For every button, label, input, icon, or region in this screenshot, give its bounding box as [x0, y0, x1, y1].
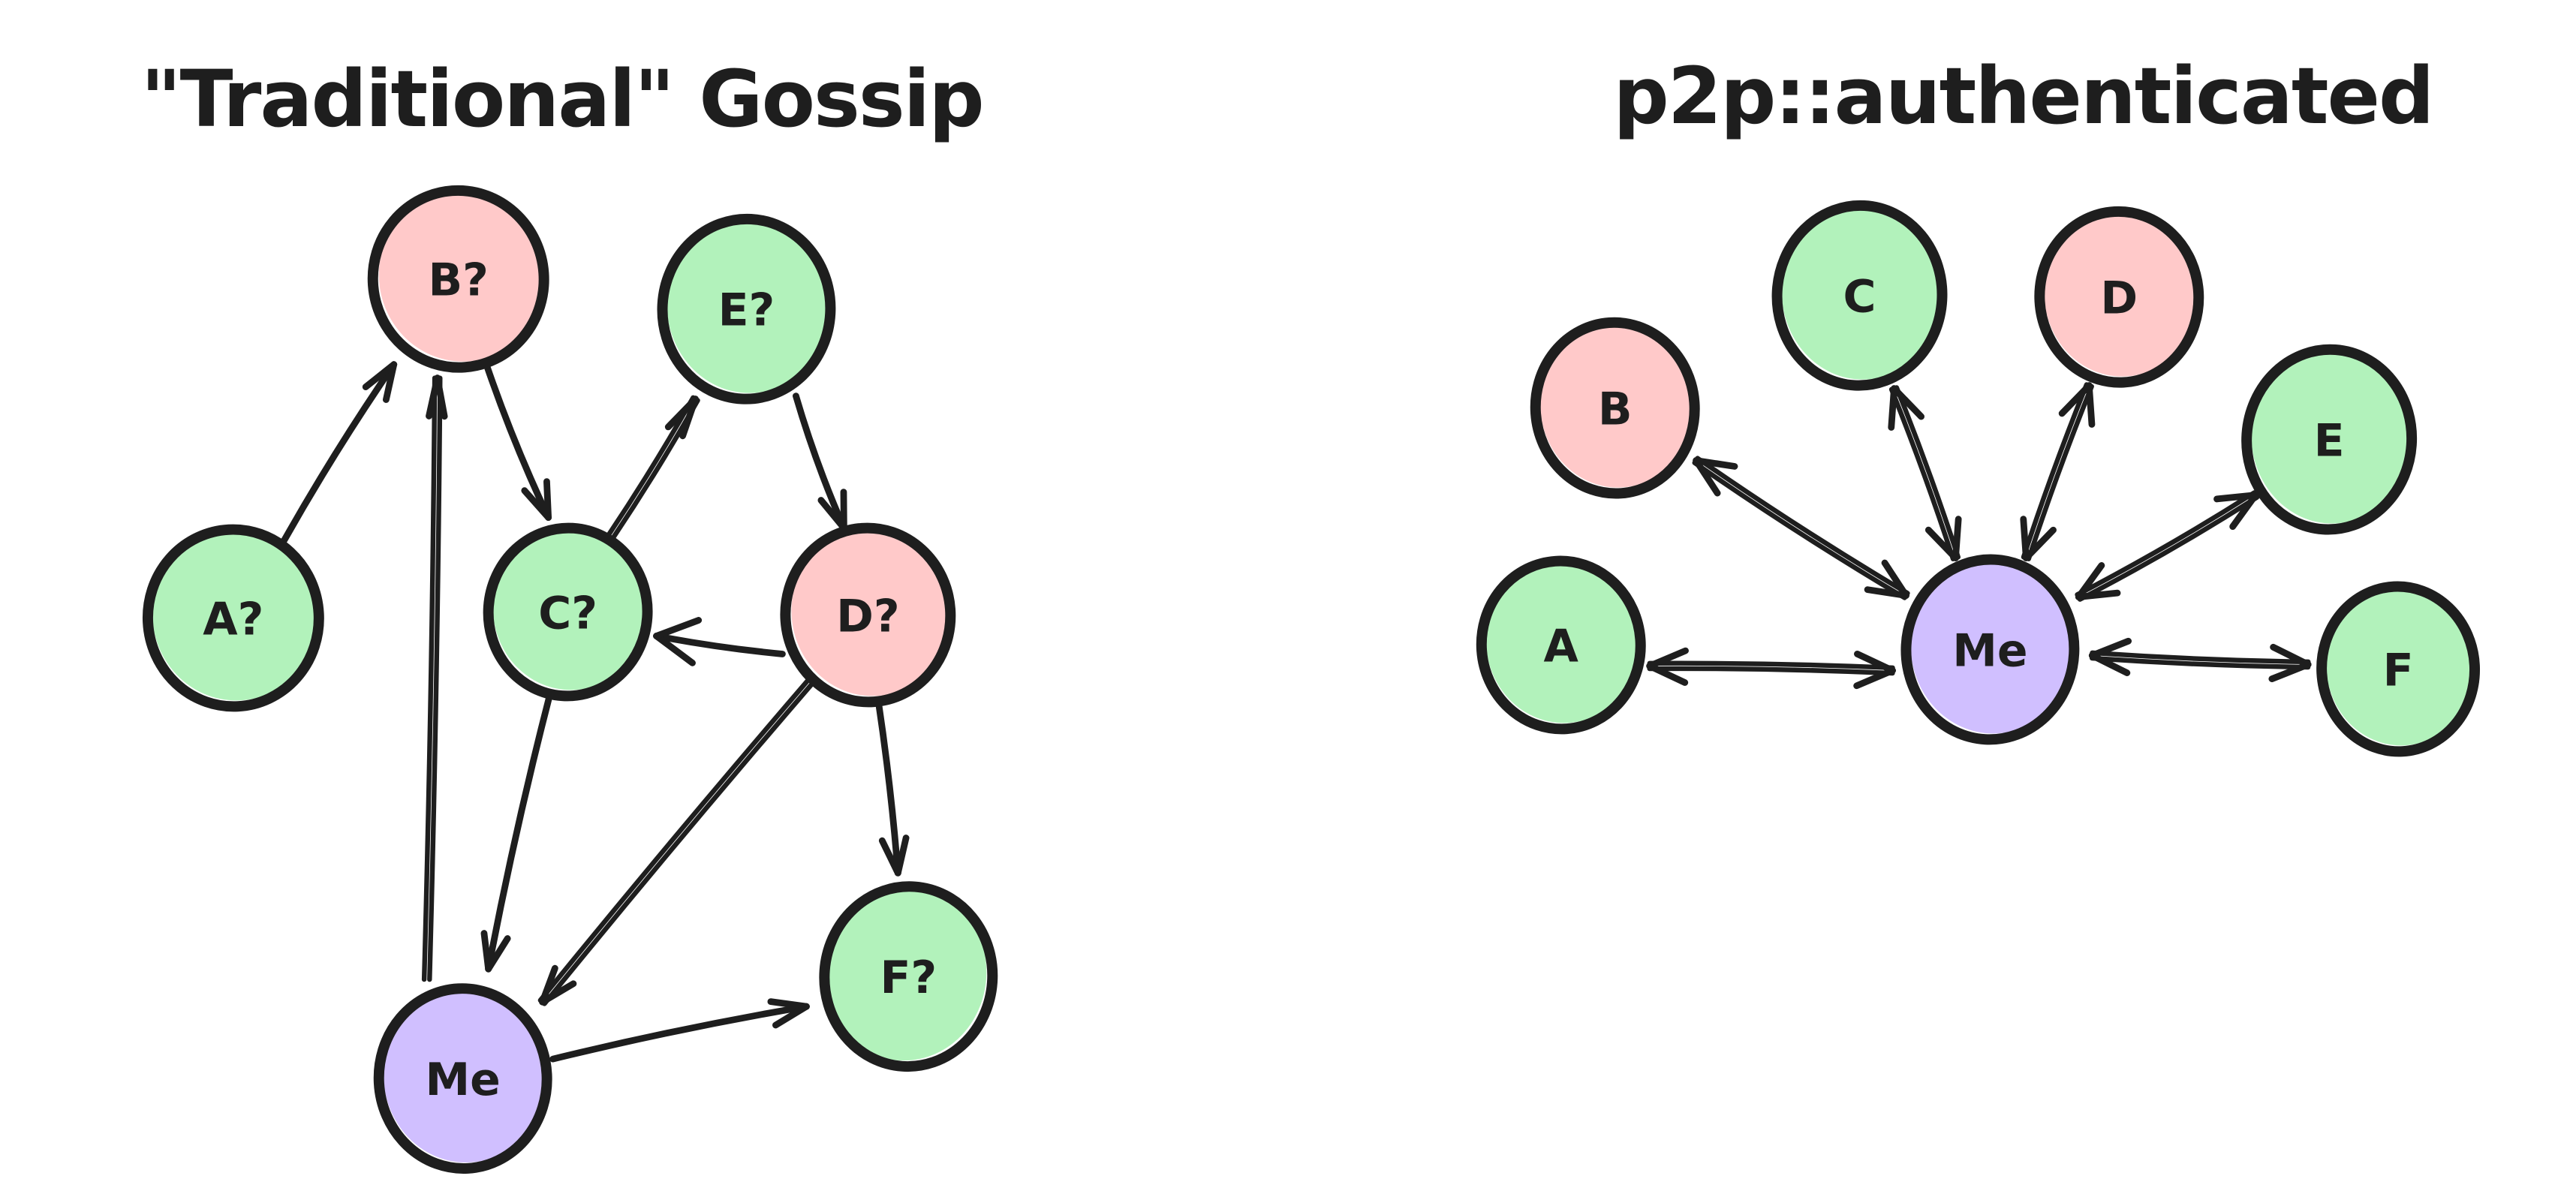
right-node-e: E: [2241, 344, 2418, 535]
edge-b-c-arrow: [483, 362, 552, 521]
left-node-b: B?: [367, 185, 549, 373]
edge-c-me-arrow: [480, 691, 554, 973]
node-outline: [2034, 206, 2204, 388]
node-label: A?: [203, 593, 263, 645]
node-fill: [1485, 558, 1642, 723]
node-label: D: [2100, 272, 2138, 325]
edge-me-b-bidirectional: [1692, 456, 1910, 600]
node-outline: [142, 524, 324, 712]
node-fill: [492, 525, 649, 690]
edge-d-c-arrow: [653, 617, 786, 666]
node-label: E?: [718, 284, 775, 337]
right-node-c: C: [1771, 200, 1948, 391]
right-diagram-title: p2p::authenticated: [1613, 51, 2433, 142]
node-outline: [1771, 200, 1948, 391]
edge-c-e-arrow: [606, 395, 700, 540]
node-fill: [378, 187, 547, 362]
node-label: Me: [1952, 624, 2027, 677]
node-outline: [1900, 554, 2080, 745]
edge-me-f-bidirectional: [2088, 637, 2312, 683]
node-fill: [2251, 346, 2414, 524]
edge-d-f-arrow: [874, 699, 910, 877]
edge-me-c-bidirectional: [1888, 385, 1962, 561]
edge-me-e-bidirectional: [2075, 490, 2260, 602]
left-node-c: C?: [483, 522, 653, 702]
node-outline: [1530, 317, 1700, 499]
right-node-f: F: [2316, 581, 2481, 757]
node-label: D?: [836, 590, 900, 642]
left-node-a: A?: [142, 524, 324, 712]
node-fill: [821, 883, 987, 1061]
right-node-a: A: [1476, 555, 1646, 735]
right-node-d: D: [2034, 206, 2204, 388]
edge-me-d-bidirectional: [2020, 382, 2096, 561]
left-diagram-edges: [281, 361, 910, 1063]
node-label: B: [1598, 383, 1633, 436]
node-outline: [657, 213, 836, 405]
node-label: B?: [428, 254, 488, 307]
edge-a-b-arrow: [281, 361, 398, 543]
node-fill: [1910, 556, 2076, 734]
node-outline: [819, 881, 998, 1072]
edge-d-me-arrow: [537, 676, 816, 1006]
node-fill: [1781, 202, 1944, 380]
node-outline: [367, 185, 549, 373]
left-node-f: F?: [819, 881, 998, 1072]
node-outline: [780, 522, 956, 708]
node-fill: [152, 526, 320, 701]
node-outline: [1476, 555, 1646, 735]
node-outline: [2241, 344, 2418, 535]
right-node-b: B: [1530, 317, 1700, 499]
node-label: C: [1843, 271, 1876, 323]
left-node-e: E?: [657, 213, 836, 405]
node-outline: [2316, 581, 2481, 757]
node-fill: [667, 215, 832, 393]
node-fill: [1539, 319, 1696, 488]
node-label: F?: [880, 952, 937, 1004]
right-node-me: Me: [1900, 554, 2080, 745]
left-node-me: Me: [373, 983, 552, 1174]
node-fill: [791, 525, 954, 696]
node-outline: [373, 983, 552, 1174]
node-label: A: [1544, 620, 1579, 672]
right-diagram-edges: [1646, 382, 2312, 690]
edge-me-b-arrow: [421, 374, 448, 982]
node-label: C?: [538, 587, 597, 639]
node-label: F: [2383, 644, 2414, 696]
node-fill: [2326, 583, 2476, 746]
node-label: Me: [426, 1054, 501, 1106]
edge-me-a-bidirectional: [1646, 647, 1896, 690]
left-node-d: D?: [780, 522, 956, 708]
edge-me-f-arrow: [549, 998, 810, 1063]
node-outline: [483, 522, 653, 702]
left-diagram-title: "Traditional" Gossip: [141, 54, 983, 145]
edge-e-d-arrow: [793, 392, 847, 531]
node-label: E: [2314, 415, 2345, 468]
node-fill: [383, 985, 549, 1163]
node-fill: [2044, 208, 2201, 377]
